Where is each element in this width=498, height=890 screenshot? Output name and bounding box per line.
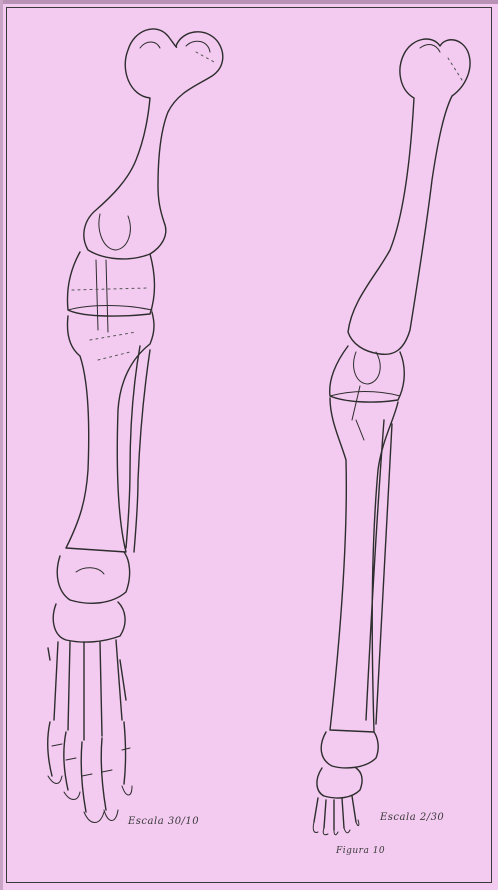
left-knee: [68, 252, 155, 332]
right-foot: [313, 732, 378, 835]
right-tibia: [330, 398, 398, 732]
figure-caption: Figura 10: [336, 846, 385, 856]
left-fibula: [126, 346, 150, 552]
right-knee: [330, 346, 405, 420]
right-scale-caption: Escala 2/30: [380, 812, 444, 823]
left-scale-caption: Escala 30/10: [128, 816, 199, 827]
left-femur: [84, 29, 223, 259]
right-femur: [348, 39, 470, 354]
left-foot: [48, 552, 132, 823]
